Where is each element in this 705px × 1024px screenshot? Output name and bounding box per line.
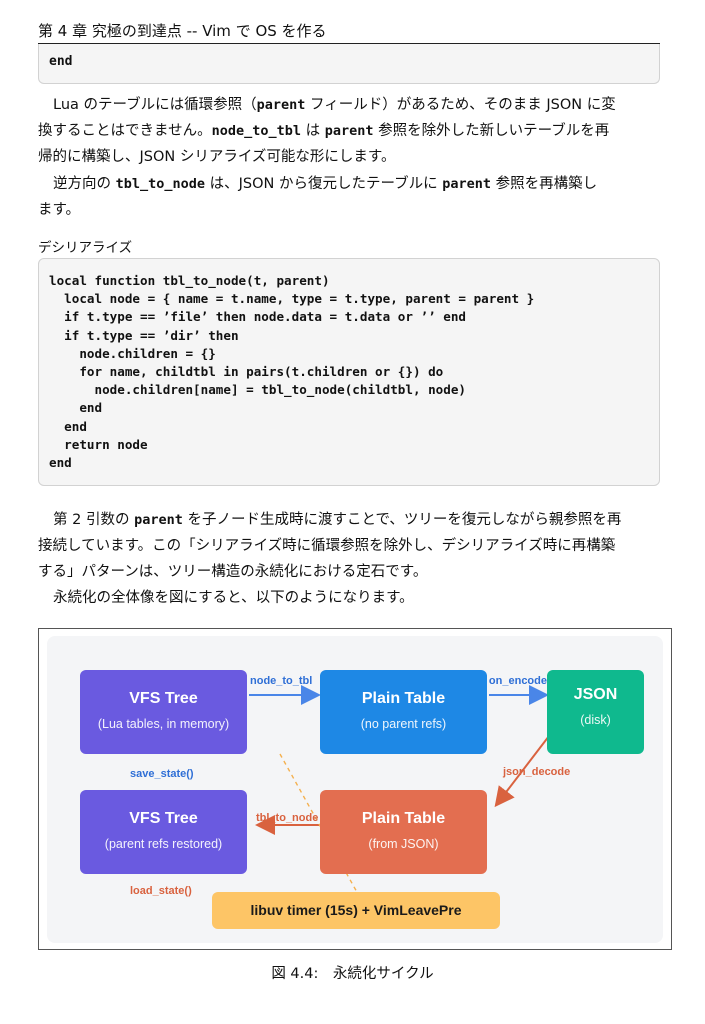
node-subtitle: (no parent refs) — [360, 717, 447, 731]
code-line: end — [49, 54, 73, 69]
figure-edges — [249, 685, 550, 895]
text: を子ノード生成時に渡すことで、ツリーを復元しながら親参照を再 — [182, 512, 622, 528]
text: 参照を再構築し — [491, 176, 598, 192]
text: フィールド）があるため、そのまま JSON に変 — [305, 97, 616, 113]
inline-code: parent — [256, 97, 306, 113]
chapter-header: 第 4 章 究極の到達点 -- Vim で OS を作る — [38, 20, 660, 44]
text: 換することはできません。 — [38, 123, 212, 139]
label-save-state: save_state() — [130, 768, 194, 780]
text: 帰的に構築し、JSON シリアライズ可能な形にします。 — [38, 149, 396, 165]
text: 参照を除外した新しいテーブルを再 — [373, 123, 610, 139]
node-timer: libuv timer (15s) + VimLeavePre — [212, 892, 500, 929]
edge-timer-dashed — [279, 753, 359, 895]
text: は — [300, 123, 325, 139]
inline-code: parent — [134, 512, 183, 528]
code-block-deserialize: local function tbl_to_node(t, parent) lo… — [38, 258, 660, 486]
persistence-cycle-figure: VFS Tree (Lua tables, in memory) Plain T… — [38, 628, 672, 950]
inline-code: tbl_to_node — [115, 176, 206, 192]
edge-label-tbl-to-node-clip: tbl_to_node — [252, 812, 318, 826]
inline-code: parent — [442, 176, 491, 192]
node-json: JSON (disk) — [547, 670, 644, 754]
node-title: VFS Tree — [129, 690, 198, 707]
node-subtitle: (disk) — [580, 713, 611, 727]
node-plain-table-bottom: Plain Table (from JSON) — [320, 790, 487, 874]
text: ます。 — [38, 202, 81, 218]
node-subtitle: (from JSON) — [368, 837, 439, 851]
code-block-continued: end — [38, 44, 660, 84]
label-load-state: load_state() — [130, 885, 192, 897]
figure-canvas: VFS Tree (Lua tables, in memory) Plain T… — [47, 636, 663, 943]
figure-caption: 図 4.4: 永続化サイクル — [271, 966, 434, 982]
edge-json-decode — [494, 735, 550, 808]
text: は、JSON から復元したテーブルに — [205, 176, 443, 192]
node-title: JSON — [573, 686, 618, 703]
text: Lua のテーブルには循環参照（ — [53, 97, 257, 113]
node-plain-table-top: Plain Table (no parent refs) — [320, 670, 487, 754]
edge-label-json-encode: json_encode — [489, 675, 547, 687]
inline-code: parent — [324, 123, 374, 139]
text: 逆方向の — [53, 176, 116, 192]
node-subtitle: (Lua tables, in memory) — [97, 717, 230, 731]
code-label: デシリアライズ — [38, 240, 133, 256]
node-title: Plain Table — [361, 810, 446, 827]
node-vfs-tree-memory: VFS Tree (Lua tables, in memory) — [80, 670, 247, 754]
edge-label-json-decode: json_decode — [503, 766, 571, 778]
text: 接続しています。この「シリアライズ時に循環参照を除外し、デシリアライズ時に再構築 — [38, 538, 616, 554]
text: 第 2 引数の — [53, 512, 135, 528]
text: 永続化の全体像を図にすると、以下のようになります。 — [53, 590, 414, 606]
edge-label-tbl-to-node: tbl_to_node — [256, 812, 318, 824]
edge-label-node-to-tbl: node_to_tbl — [250, 675, 313, 687]
node-title: Plain Table — [361, 690, 446, 707]
node-title: libuv timer (15s) + VimLeavePre — [250, 902, 462, 918]
inline-code: node_to_tbl — [211, 123, 301, 139]
chapter-title: 第 4 章 究極の到達点 -- Vim で OS を作る — [38, 22, 327, 40]
edge-label-json-encode-clip: json_encode — [489, 675, 547, 689]
paragraph-cycle-explanation: Lua のテーブルには循環参照（parent フィールド）があるため、そのまま … — [38, 92, 663, 170]
node-vfs-tree-restored: VFS Tree (parent refs restored) — [80, 790, 247, 874]
code-text: local function tbl_to_node(t, parent) lo… — [49, 273, 535, 471]
paragraph-reverse: 逆方向の tbl_to_node は、JSON から復元したテーブルに pare… — [38, 171, 663, 223]
paragraph-figure-intro: 永続化の全体像を図にすると、以下のようになります。 — [38, 585, 663, 611]
node-title: VFS Tree — [129, 810, 198, 827]
node-subtitle: (parent refs restored) — [104, 837, 223, 851]
paragraph-second-arg: 第 2 引数の parent を子ノード生成時に渡すことで、ツリーを復元しながら… — [38, 507, 663, 585]
text: する」パターンは、ツリー構造の永続化における定石です。 — [38, 564, 428, 580]
